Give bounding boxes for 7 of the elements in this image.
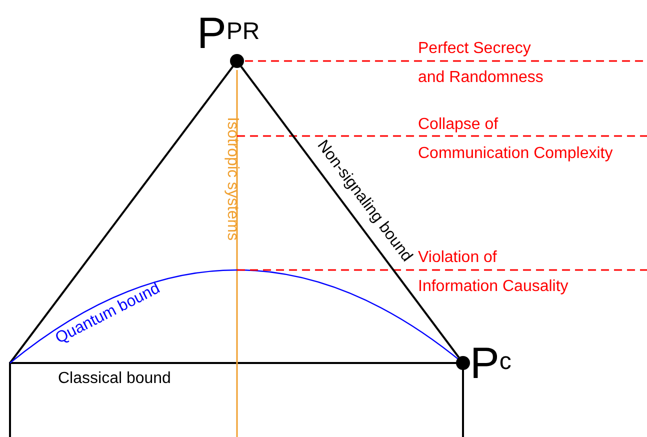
line-label: Classical bound — [58, 370, 171, 388]
property-label: Collapse of Communication Complexity — [418, 115, 613, 164]
bound-line — [240, 66, 460, 358]
property-label: Perfect Secrecy and Randomness — [418, 39, 544, 88]
vertex-label: P$^{c}$ — [470, 342, 512, 386]
vertex-label: P$^{PR}$ — [197, 12, 260, 56]
property-label: Violation of Information Causality — [418, 248, 568, 297]
